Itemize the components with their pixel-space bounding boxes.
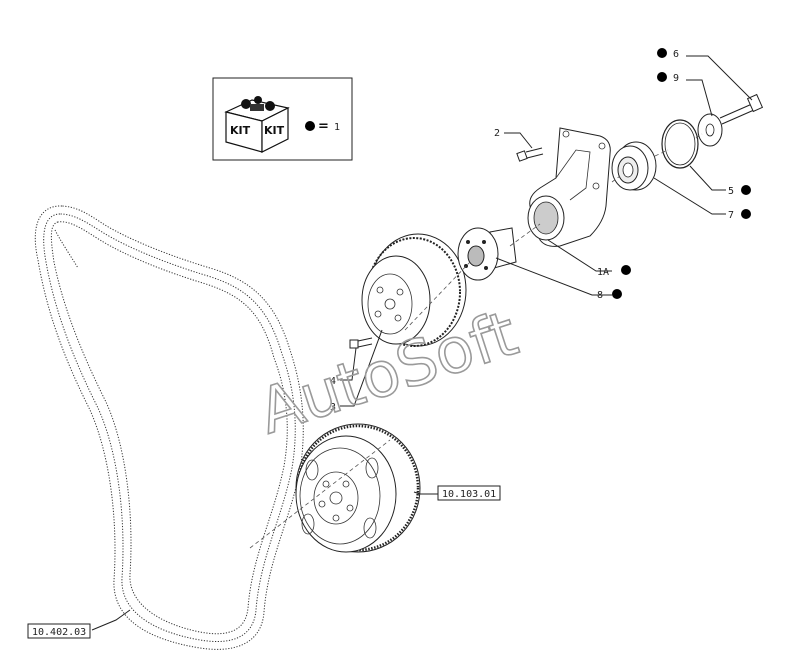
- callout-7-label: 7: [728, 210, 734, 221]
- ref-belt-label: 10.402.03: [32, 627, 86, 638]
- callout-5-label: 5: [728, 186, 734, 197]
- callout-6: 6: [657, 48, 679, 60]
- hub: [457, 227, 517, 281]
- kit-bullet-icon: [305, 121, 315, 131]
- kit-equals: =: [318, 119, 329, 134]
- callout-8-bullet-icon: [612, 289, 622, 299]
- bolt-4: [349, 337, 373, 349]
- kit-label-left: KIT: [230, 124, 251, 137]
- callout-3: 3: [330, 402, 336, 413]
- callout-9: 9: [657, 72, 679, 84]
- ref-flywheel-label: 10.103.01: [442, 489, 496, 500]
- callout-9-bullet-icon: [657, 72, 667, 82]
- kit-box-icon: KIT KIT: [224, 96, 290, 153]
- leader-lines: [91, 55, 753, 631]
- ref-box-belt[interactable]: 10.402.03: [27, 623, 91, 639]
- callout-8: 8: [597, 289, 622, 301]
- callout-8-label: 8: [597, 290, 603, 301]
- callout-1a-label: 1A: [597, 267, 609, 278]
- callout-2-label: 2: [494, 128, 500, 139]
- belt: [34, 205, 304, 650]
- kit-ref: 1: [334, 122, 340, 133]
- callout-4: 4: [330, 376, 336, 387]
- callout-4-label: 4: [330, 376, 336, 387]
- callout-9-label: 9: [673, 73, 679, 84]
- callout-6-label: 6: [673, 49, 679, 60]
- callout-5-bullet-icon: [741, 185, 751, 195]
- bolt-2: [516, 147, 544, 162]
- bolt-6: [719, 93, 764, 125]
- crankshaft-damper: [295, 423, 421, 553]
- kit-label-right: KIT: [264, 124, 285, 137]
- idler-bracket: [527, 127, 611, 247]
- ref-box-flywheel[interactable]: 10.103.01: [437, 485, 501, 501]
- washer: [697, 113, 723, 147]
- callout-1a: 1A: [597, 265, 631, 278]
- callout-7: 7: [728, 209, 751, 221]
- callout-7-bullet-icon: [741, 209, 751, 219]
- kit-legend: KIT KIT = 1: [212, 77, 353, 161]
- center-axis: [249, 133, 703, 549]
- callout-3-label: 3: [330, 402, 336, 413]
- snap-ring: [661, 119, 699, 169]
- pulley: [361, 233, 467, 347]
- callout-2: 2: [494, 128, 500, 139]
- callout-6-bullet-icon: [657, 48, 667, 58]
- callout-1a-bullet-icon: [621, 265, 631, 275]
- bearing: [611, 141, 657, 191]
- callout-5: 5: [728, 185, 751, 197]
